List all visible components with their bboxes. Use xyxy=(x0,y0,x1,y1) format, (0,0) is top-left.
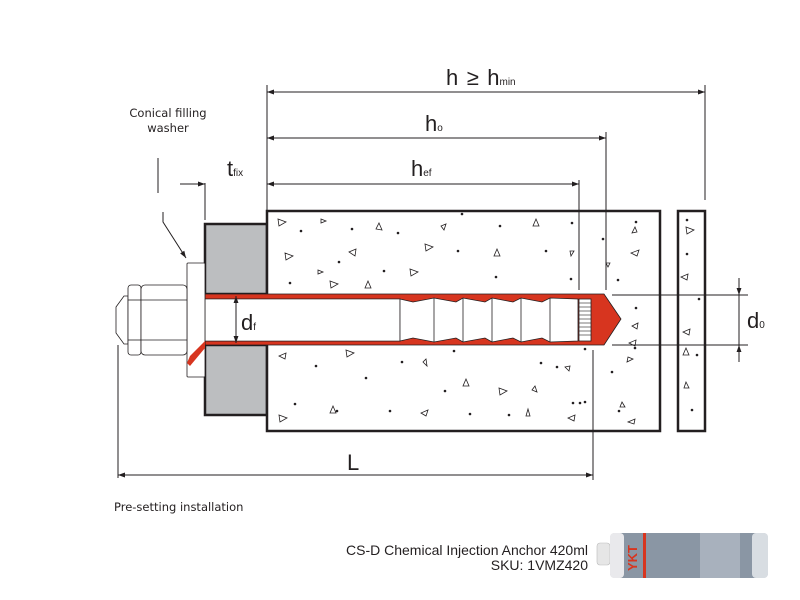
callout-line-1: Conical filling xyxy=(129,106,206,120)
label-ho: ho xyxy=(425,111,443,136)
extension-lines xyxy=(117,85,748,480)
callout-leader xyxy=(162,212,187,259)
label-h-geq-hmin: h ≥ hmin xyxy=(446,65,516,90)
mesh-plug xyxy=(578,298,592,342)
product-image: YKT xyxy=(596,533,768,578)
product-sku: SKU: 1VMZ420 xyxy=(490,557,588,573)
cartridge-nozzle xyxy=(596,542,611,566)
mortar-wedge xyxy=(187,341,205,366)
hex-nut xyxy=(115,284,188,356)
callout-line-2: washer xyxy=(147,121,189,135)
sleeve-ribs xyxy=(433,298,551,342)
product-info: CS-D Chemical Injection Anchor 420ml SKU… xyxy=(346,543,588,573)
rod-bore xyxy=(204,298,401,342)
label-d0: d0 xyxy=(747,308,765,333)
cartridge-brand: YKT xyxy=(625,545,640,571)
diagram-caption: Pre-setting installation xyxy=(114,500,244,514)
concrete-aggregate xyxy=(277,212,701,425)
product-name: CS-D Chemical Injection Anchor 420ml xyxy=(346,542,588,558)
concrete-section xyxy=(676,209,707,433)
corrugated-sleeve xyxy=(399,297,579,343)
fixture-plate-bottom xyxy=(203,343,269,417)
label-hef: hef xyxy=(411,156,432,181)
fixture-plate-top xyxy=(203,222,269,296)
label-tfix: tfix xyxy=(227,156,243,181)
label-L: L xyxy=(347,450,359,475)
label-df: df xyxy=(241,310,256,335)
